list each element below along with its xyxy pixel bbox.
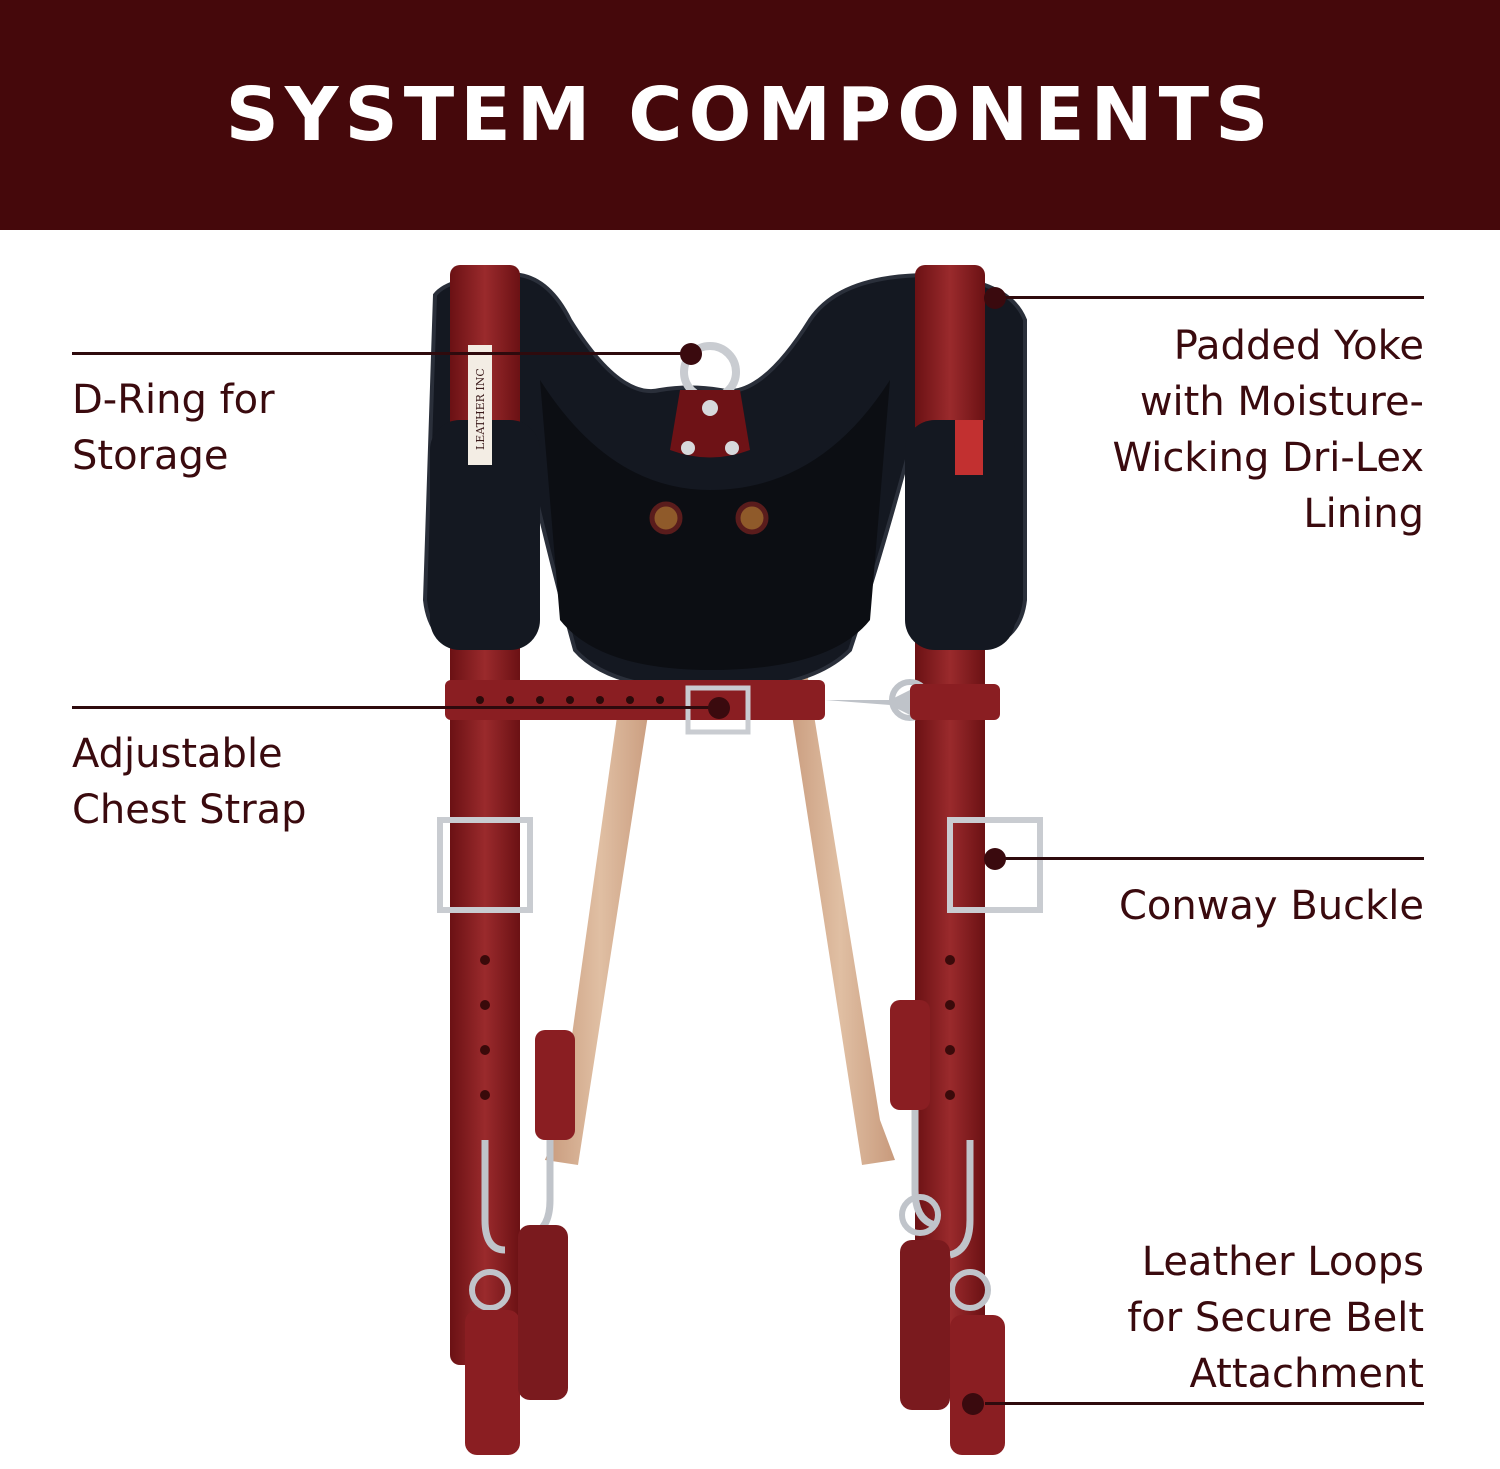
conway-buckle-right [947,817,1043,913]
callout-chest-strap: Adjustable Chest Strap [72,726,307,838]
chest-strap [445,680,825,720]
leader-chest-strap [72,706,722,709]
leader-conway-buckle [1000,857,1424,860]
callout-conway-buckle-line-1: Conway Buckle [1118,883,1424,929]
leader-d-ring [72,352,692,355]
callout-d-ring: D-Ring for Storage [72,372,275,484]
callout-leather-loops-line-1: Leather Loops [1141,1239,1424,1285]
leather-loop-1 [465,1310,520,1455]
callout-padded-yoke-line-4: Lining [1303,491,1424,537]
dot-d-ring [680,343,702,365]
brand-tag-text: LEATHER INC [474,368,487,450]
leather-loop-2 [518,1225,568,1400]
header-banner: SYSTEM COMPONENTS [0,0,1500,230]
callout-leather-loops-line-2: for Secure Belt [1127,1295,1424,1341]
leader-padded-yoke [1000,296,1424,299]
dot-padded-yoke [984,287,1006,309]
leather-loop-3 [900,1240,950,1410]
callout-chest-strap-line-2: Chest Strap [72,787,307,833]
back-strap-right [785,660,895,1165]
dot-conway-buckle [984,848,1006,870]
brand-tag [468,345,492,465]
callout-leather-loops-line-3: Attachment [1189,1351,1425,1397]
callout-leather-loops: Leather Loops for Secure Belt Attachment [1127,1234,1424,1402]
conway-buckle-left [437,817,533,913]
yoke-lining [540,380,890,670]
callout-padded-yoke-line-1: Padded Yoke [1173,323,1424,369]
callout-padded-yoke-line-2: with Moisture- [1139,379,1424,425]
callout-conway-buckle: Conway Buckle [1119,878,1424,934]
callout-padded-yoke-line-3: Wicking Dri-Lex [1112,435,1424,481]
dot-leather-loops [962,1393,984,1415]
callout-chest-strap-line-1: Adjustable [72,731,283,777]
chest-buckle [685,685,751,735]
callout-padded-yoke: Padded Yoke with Moisture- Wicking Dri-L… [1113,318,1424,542]
dot-chest-strap [708,697,730,719]
leader-leather-loops [985,1402,1424,1405]
callout-d-ring-line-1: D-Ring for [72,377,275,423]
callout-d-ring-line-2: Storage [72,433,229,479]
page-title: SYSTEM COMPONENTS [225,72,1275,158]
leather-loop-4 [950,1315,1005,1455]
chest-snap [825,690,910,715]
harness-illustration: LEATHER INC [422,265,1043,1455]
d-ring-tab [670,390,750,458]
